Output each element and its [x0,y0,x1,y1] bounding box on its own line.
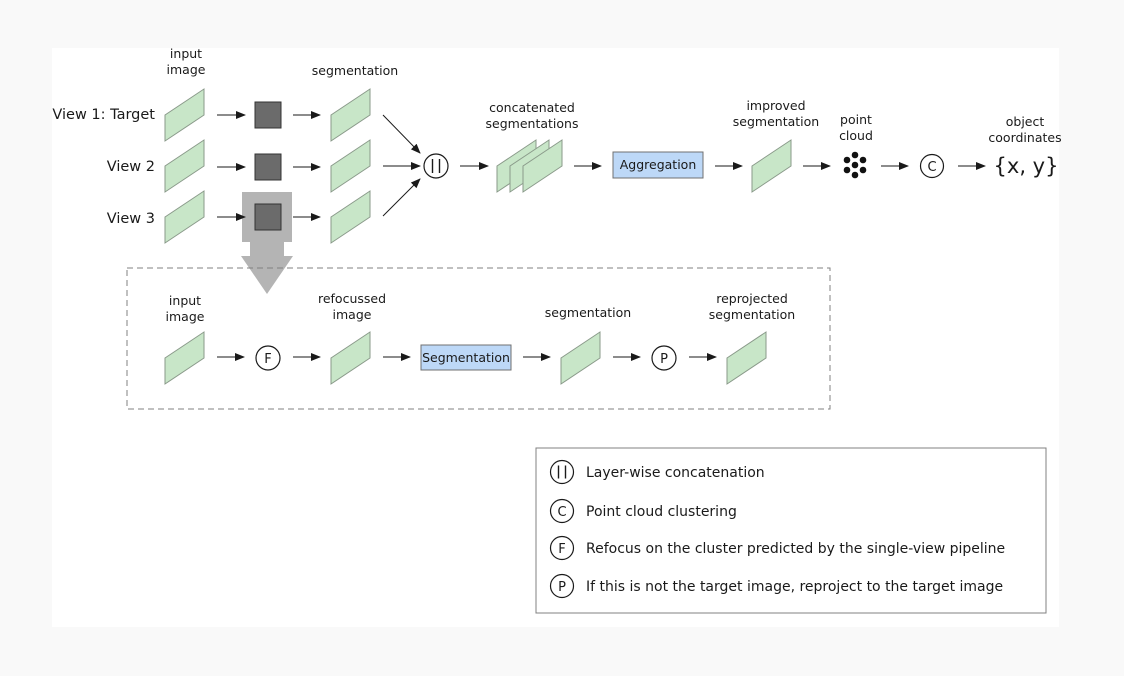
detail-label-reprojected-line2: segmentation [709,307,795,322]
aggregation-label: Aggregation [620,157,697,172]
legend-item-reproject: P If this is not the target image, repro… [549,573,1003,599]
label-point-cloud-line2: cloud [839,128,873,143]
segmentation-model-icon-view2 [254,153,282,181]
single-view-pipeline-box [126,267,831,410]
label-object-coords-line2: coordinates [988,130,1061,145]
detail-reprojected-segmentation-icon [726,331,767,385]
legend-box [535,447,1047,614]
svg-text:C: C [557,505,566,520]
segmentation-box-label: Segmentation [422,350,510,365]
label-improved-line1: improved [746,98,805,113]
input-image-view2-icon [164,139,205,193]
detail-label-refocussed-line1: refocussed [318,291,386,306]
point-cloud-icon [843,151,867,179]
aggregation-box: Aggregation [612,151,704,179]
detail-label-reprojected-line1: reprojected [716,291,788,306]
detail-label-segmentation: segmentation [545,305,631,320]
concat-operator-icon [423,153,449,179]
legend-item-refocus: F Refocus on the cluster predicted by th… [549,535,1005,561]
detail-label-input-line2: image [166,309,205,324]
object-coordinates-output: {x, y} [994,154,1059,178]
svg-text:P: P [660,352,668,367]
refocus-operator-icon: F [255,345,281,371]
improved-segmentation-icon [751,139,792,193]
detail-label-refocussed-line2: image [333,307,372,322]
segmentation-model-icon-view3 [254,203,282,231]
legend-text-cluster: Point cloud clustering [586,504,737,520]
detail-label-input-line1: input [169,293,201,308]
segmentation-view3-icon [330,190,371,244]
view-label-2: View 2 [107,159,155,175]
legend-item-cluster: C Point cloud clustering [549,498,737,524]
label-point-cloud-line1: point [840,112,872,127]
label-improved-line2: segmentation [733,114,819,129]
svg-text:F: F [558,542,565,557]
input-image-view1-icon [164,88,205,142]
detail-input-image-icon [164,331,205,385]
svg-text:F: F [264,352,271,367]
reproject-operator-icon: P [651,345,677,371]
label-concatenated-line1: concatenated [489,100,575,115]
view-label-1: View 1: Target [52,107,155,123]
concat-segmentation-3-icon [522,139,563,193]
legend-text-reproject: If this is not the target image, reproje… [586,579,1003,595]
input-image-view3-icon [164,190,205,244]
detail-refocussed-image-icon [330,331,371,385]
segmentation-view2-icon [330,139,371,193]
segmentation-view1-icon [330,88,371,142]
cluster-operator-icon: C [919,153,945,179]
arrow [382,178,421,217]
legend-text-refocus: Refocus on the cluster predicted by the … [586,541,1005,557]
label-concatenated-line2: segmentations [486,116,579,131]
label-input-image-line2: image [167,62,206,77]
detail-segmentation-icon [560,331,601,385]
svg-text:C: C [927,160,936,175]
svg-text:P: P [558,580,566,595]
segmentation-model-icon-view1 [254,101,282,129]
label-segmentation: segmentation [312,63,398,78]
legend-text-concat: Layer-wise concatenation [586,465,765,481]
view-label-3: View 3 [107,211,155,227]
segmentation-box: Segmentation [420,344,512,371]
legend-item-concat: Layer-wise concatenation [549,459,765,485]
label-input-image-line1: input [170,46,202,61]
arrow [382,114,421,154]
label-object-coords-line1: object [1006,114,1045,129]
